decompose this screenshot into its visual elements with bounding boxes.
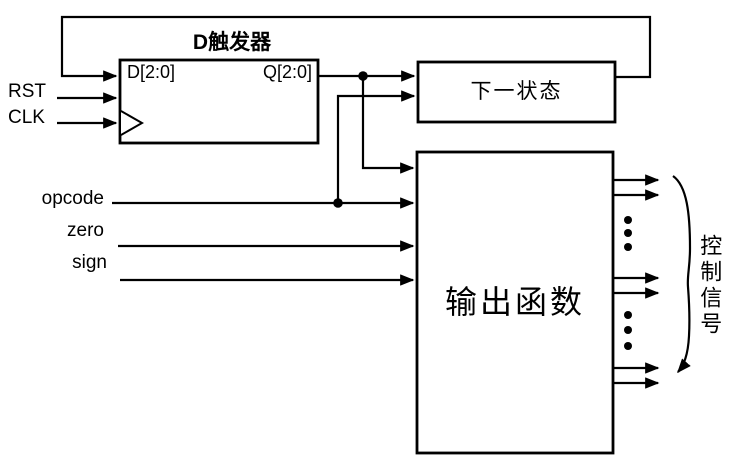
dff-title: D触发器 bbox=[192, 31, 272, 54]
clock-edge-triangle-icon bbox=[120, 110, 145, 136]
ellipsis-dot bbox=[624, 216, 632, 224]
q-junction-dot bbox=[358, 71, 368, 81]
output-function-label: 输出函数 bbox=[444, 283, 585, 320]
q-branch-wire bbox=[361, 76, 415, 174]
next-state-label: 下一状态 bbox=[470, 80, 563, 104]
dff-port-d-label: D[2:0] bbox=[127, 62, 176, 82]
control-signals-brace-arrow bbox=[672, 175, 692, 374]
dff-port-q-label: Q[2:0] bbox=[262, 62, 312, 82]
ellipsis-dot bbox=[624, 229, 632, 237]
dff-box bbox=[118, 58, 320, 145]
zero-input-label: zero bbox=[67, 220, 104, 241]
ellipsis-dot bbox=[624, 243, 632, 251]
ellipsis-dot bbox=[624, 326, 632, 334]
output-ellipsis-dots bbox=[624, 216, 632, 350]
control-output-wires bbox=[613, 174, 660, 389]
clk-input-label: CLK bbox=[8, 107, 45, 128]
output-function-box bbox=[415, 150, 615, 455]
opcode-input-label: opcode bbox=[41, 188, 104, 209]
feedback-wire bbox=[60, 15, 652, 82]
opcode-branch-wire bbox=[336, 90, 416, 203]
control-signals-label: 控制信号 bbox=[697, 234, 723, 338]
next-state-box bbox=[416, 60, 617, 124]
rst-input-label: RST bbox=[8, 81, 46, 102]
ellipsis-dot bbox=[624, 342, 632, 350]
opcode-junction-dot bbox=[333, 198, 343, 208]
ellipsis-dot bbox=[624, 311, 632, 319]
sign-input-label: sign bbox=[72, 252, 107, 273]
